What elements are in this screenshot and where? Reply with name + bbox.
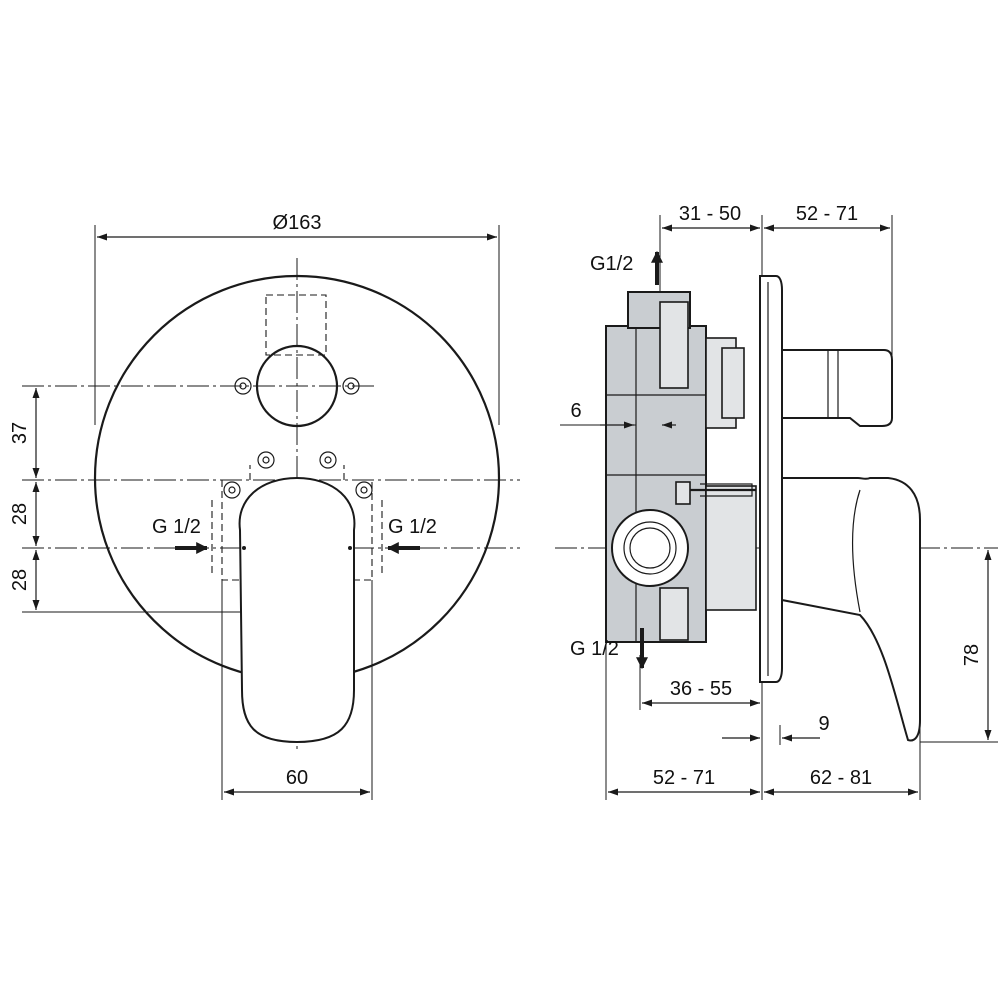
lever-handle xyxy=(238,476,356,744)
dim-9-label: 9 xyxy=(818,713,829,735)
dim-28-upper-label: 28 xyxy=(9,503,31,525)
valve-body xyxy=(605,325,707,643)
dim-37-label: 37 xyxy=(9,422,31,444)
dim-36-55-label: 36 - 55 xyxy=(670,678,732,700)
diameter-label: Ø163 xyxy=(273,212,322,234)
side-view: G1/2 G 1/2 31 - 50 52 - 71 6 36 - 55 9 7… xyxy=(555,203,998,800)
wall-plate-side xyxy=(759,275,783,683)
shower-outlet xyxy=(781,349,893,427)
inlet-label-right: G 1/2 xyxy=(388,516,437,538)
side-inlet-outer xyxy=(611,509,689,587)
dim-52-71-top-label: 52 - 71 xyxy=(796,203,858,225)
outlet-bottom-label: G 1/2 xyxy=(570,638,619,660)
outlet-top-label: G1/2 xyxy=(590,253,633,275)
dim-28-lower-label: 28 xyxy=(9,569,31,591)
lever-handle-side xyxy=(781,477,921,742)
dim-31-50-label: 31 - 50 xyxy=(679,203,741,225)
dim-62-81-label: 62 - 81 xyxy=(810,767,872,789)
mounting-ears xyxy=(223,377,373,499)
diverter-outlet-ring xyxy=(255,344,339,428)
inlet-label-left: G 1/2 xyxy=(152,516,201,538)
front-view: G 1/2 G 1/2 Ø163 37 28 28 60 xyxy=(9,212,520,800)
dim-78-label: 78 xyxy=(961,644,983,666)
dim-52-71-bottom-label: 52 - 71 xyxy=(653,767,715,789)
dim-6-label: 6 xyxy=(570,400,581,422)
cartridge-lower xyxy=(705,485,757,611)
dim-60-label: 60 xyxy=(286,767,308,789)
side-inlet-inner xyxy=(623,521,677,575)
bottom-fitting xyxy=(659,587,689,641)
